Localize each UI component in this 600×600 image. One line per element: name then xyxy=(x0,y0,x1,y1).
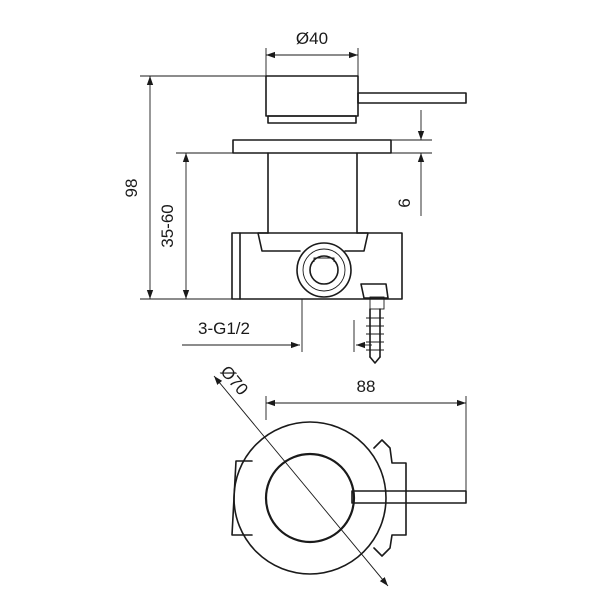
lever-handle xyxy=(357,92,467,104)
plate-thickness-label: 6 xyxy=(395,198,414,207)
cap-ring xyxy=(267,115,357,124)
wall-plate-circle xyxy=(233,421,387,575)
cover-diameter-label: Ø40 xyxy=(296,29,328,48)
side-view xyxy=(231,75,467,364)
total-height-label: 98 xyxy=(122,179,141,198)
overall-length-label: 88 xyxy=(357,377,376,396)
outlets-label: 3-G1/2 xyxy=(198,319,250,338)
outlet-port-outer xyxy=(296,242,352,298)
plate-diameter-label: Ø70 xyxy=(217,362,252,399)
housing-outline xyxy=(231,460,253,536)
threaded-stub xyxy=(366,308,384,364)
handle-cap xyxy=(265,75,359,117)
top-view xyxy=(231,421,467,575)
side-dimensions: Ø40 98 35-60 6 3-G1/2 xyxy=(122,29,432,352)
lever-top xyxy=(351,490,467,504)
valve-housing xyxy=(257,232,369,252)
outlet-port-inner xyxy=(309,255,339,285)
body-depth-label: 35-60 xyxy=(158,204,177,247)
side-fitting xyxy=(360,283,389,299)
wall-plate xyxy=(232,139,392,154)
top-dimensions: Ø70 88 xyxy=(213,362,467,587)
